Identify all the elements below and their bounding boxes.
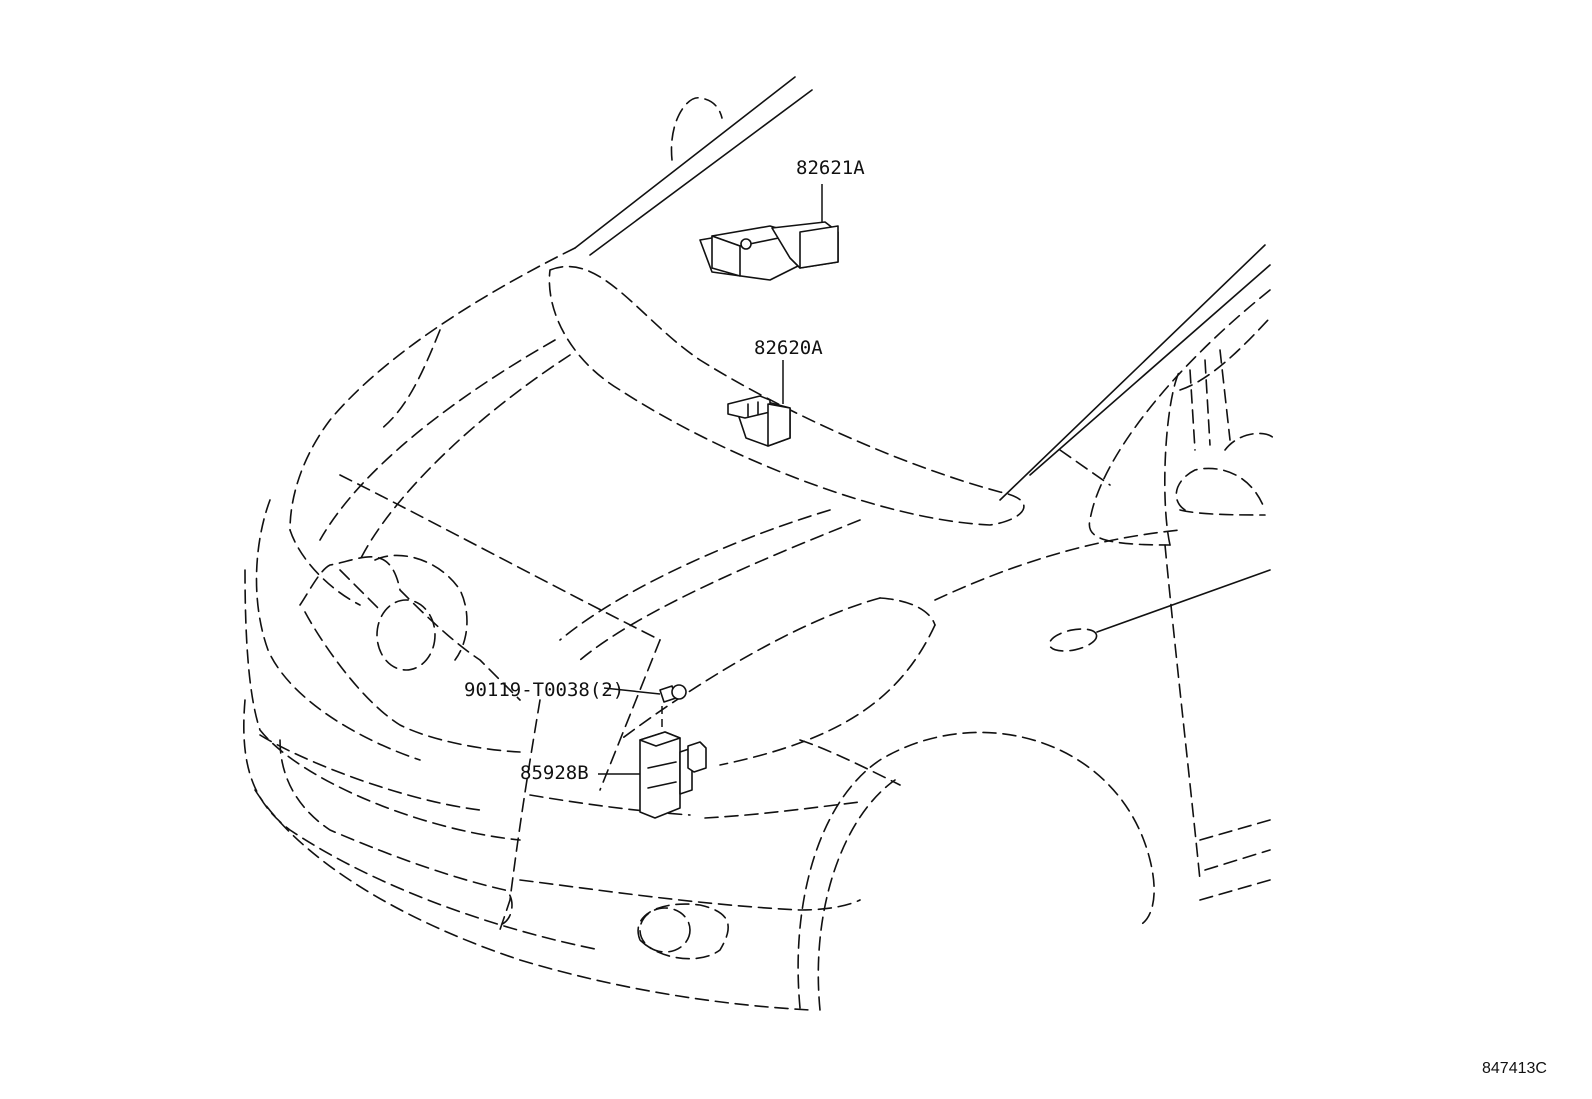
label-85928B: 85928B [520, 762, 589, 784]
vehicle-outline [243, 76, 1276, 1011]
bracket-82620A [727, 360, 791, 447]
label-90119-T0038: 90119-T0038(2) [464, 679, 624, 701]
figure-reference: 847413C [1482, 1060, 1547, 1077]
label-82621A: 82621A [796, 157, 865, 179]
bolt-90119-T0038 [603, 684, 687, 730]
sensor-82621A [699, 184, 839, 281]
label-82620A: 82620A [754, 337, 823, 359]
module-85928B [598, 731, 707, 819]
